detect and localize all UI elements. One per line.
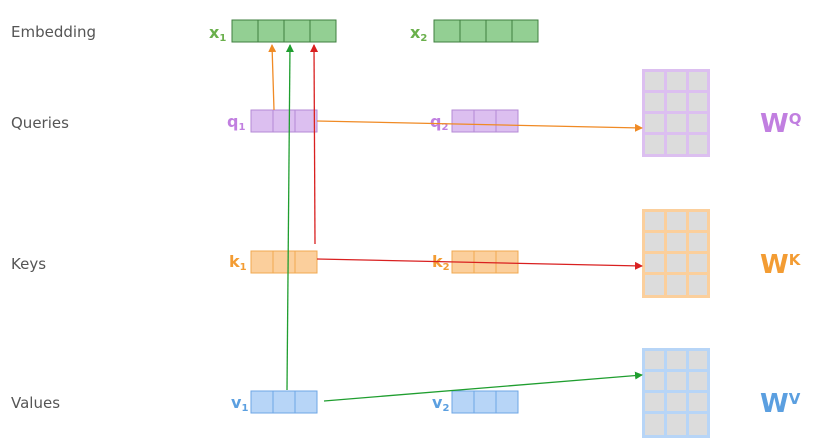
label-v1: v1 — [231, 393, 248, 414]
query-vector-q1 — [250, 109, 318, 133]
label-v2: v2 — [432, 393, 449, 414]
value-vector-v1 — [250, 390, 318, 414]
arrow-k1-to-wk — [316, 258, 643, 270]
weight-matrix-wv — [642, 348, 710, 438]
label-x1: x1 — [209, 23, 226, 44]
weight-matrix-wk — [642, 209, 710, 298]
label-k2: k2 — [432, 252, 450, 273]
label-k1: k1 — [229, 252, 247, 273]
weight-matrix-wq — [642, 69, 710, 157]
weight-label-wv: WV — [760, 389, 801, 419]
arrow-v1-to-wv — [323, 371, 643, 402]
embedding-vector-x2 — [433, 19, 539, 43]
label-x2: x2 — [410, 23, 427, 44]
arrow-q1-to-wq — [316, 120, 643, 132]
weight-label-wk: WK — [760, 250, 802, 280]
arrow-v1-to-x1 — [285, 44, 294, 391]
label-q1: q1 — [227, 112, 245, 133]
value-vector-v2 — [451, 390, 519, 414]
arrow-k1-to-x1 — [310, 44, 319, 245]
row-label-embedding: Embedding — [11, 23, 96, 41]
weight-label-wq: WQ — [760, 109, 801, 139]
row-label-values: Values — [11, 394, 60, 412]
row-label-keys: Keys — [11, 255, 46, 273]
arrow-q1-to-x1 — [268, 44, 277, 111]
embedding-vector-x1 — [231, 19, 337, 43]
row-label-queries: Queries — [11, 114, 69, 132]
query-vector-q2 — [451, 109, 519, 133]
key-vector-k1 — [250, 250, 318, 274]
label-q2: q2 — [430, 112, 448, 133]
